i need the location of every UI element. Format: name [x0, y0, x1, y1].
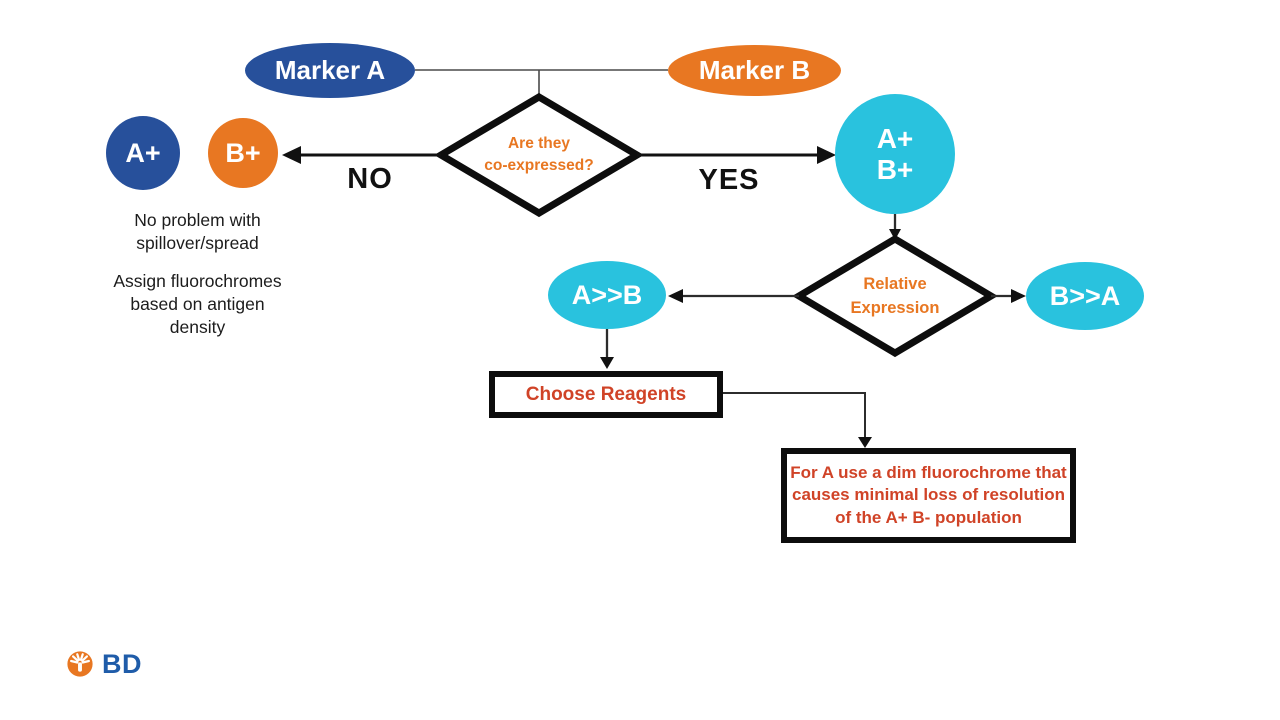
note-spillover: No problem with spillover/spread	[134, 210, 261, 254]
arrowhead-into-decision2	[889, 229, 901, 240]
decision1-label: Are they co-expressed?	[484, 134, 594, 174]
note-assign-fluorochromes: Assign fluorochromes based on antigen de…	[113, 271, 282, 338]
advice-box: For A use a dim fluorochrome that causes…	[781, 448, 1076, 543]
connector-choose-to-advice	[723, 392, 866, 438]
node-marker-a: Marker A	[245, 43, 415, 98]
node-a-much-greater-b: A>>B	[548, 261, 666, 329]
decision1-diamond	[434, 92, 644, 218]
decision2-diamond	[792, 234, 998, 358]
arrowhead-to-bgta	[1011, 289, 1026, 303]
node-marker-b: Marker B	[668, 45, 841, 96]
node-b-much-greater-a: B>>A	[1026, 262, 1144, 330]
arrowhead-yes	[817, 146, 836, 164]
arrowhead-into-advice	[858, 437, 872, 448]
node-b-positive: B+	[208, 118, 278, 188]
branch-label-no: NO	[347, 163, 393, 195]
choose-reagents-box: Choose Reagents	[489, 371, 723, 418]
bd-logo: BD	[66, 648, 142, 680]
arrowhead-into-choose	[600, 357, 614, 369]
bd-logo-text: BD	[102, 648, 142, 679]
arrowhead-to-agtb	[668, 289, 683, 303]
node-a-b-positive: A+ B+	[835, 94, 955, 214]
branch-label-yes: YES	[698, 164, 760, 196]
arrowhead-no	[282, 146, 301, 164]
decision2-label: Relative Expression	[850, 275, 940, 317]
node-a-positive: A+	[106, 116, 180, 190]
bd-logo-icon	[67, 651, 93, 677]
